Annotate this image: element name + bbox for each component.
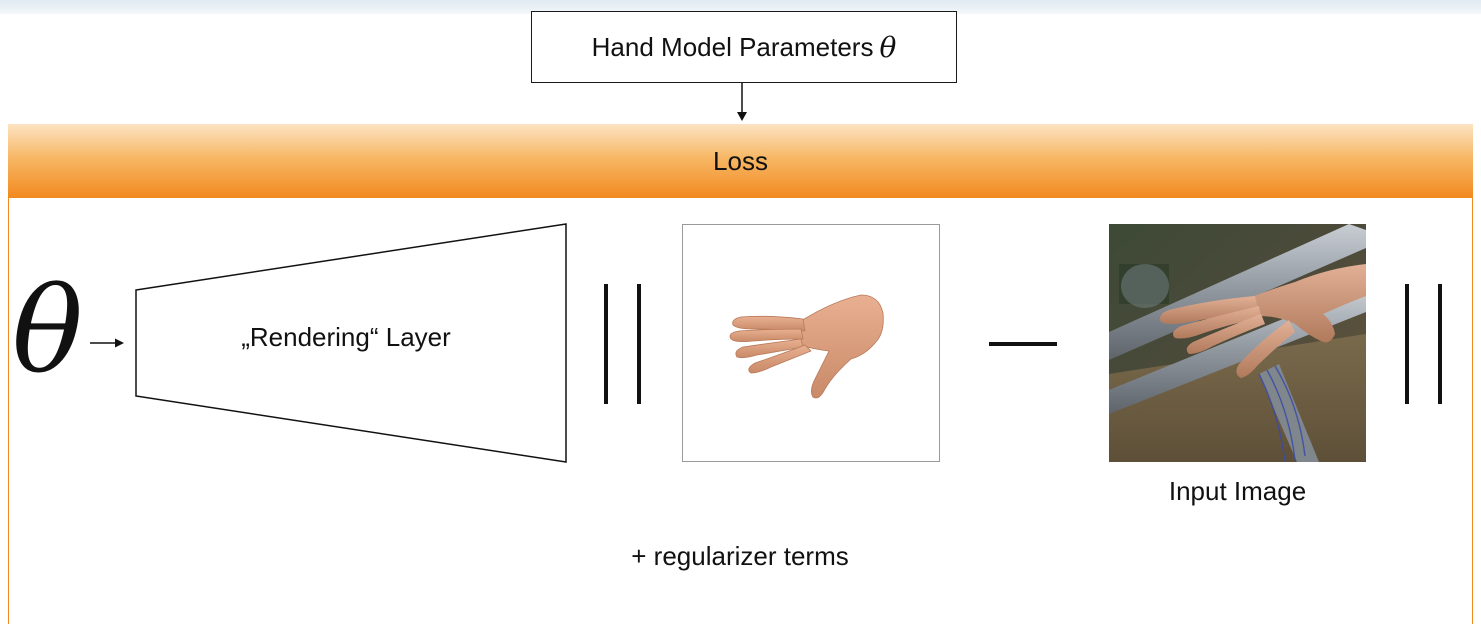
params-theta-symbol: θ	[879, 30, 897, 64]
rendered-hand-panel	[682, 224, 940, 462]
top-decor-strip	[0, 0, 1481, 14]
theta-to-render-arrowhead	[115, 338, 124, 348]
rendering-layer-label: „Rendering“ Layer	[241, 322, 451, 352]
loss-header-label: Loss	[713, 145, 768, 176]
input-image	[1109, 224, 1366, 462]
hand-model-parameters-box: Hand Model Parameters θ	[531, 11, 957, 83]
input-theta-symbol: θ	[12, 261, 84, 399]
regularizer-terms-label: + regularizer terms	[631, 541, 849, 571]
minus-sign	[989, 342, 1057, 346]
params-to-loss-arrowhead	[737, 112, 747, 121]
rendered-hand-icon	[729, 294, 884, 399]
loss-header: Loss	[8, 124, 1473, 198]
input-image-caption: Input Image	[1168, 476, 1307, 506]
hand-photo-icon	[1109, 224, 1366, 462]
norm-bar-left-2	[637, 284, 641, 404]
norm-bar-right-1	[1405, 284, 1409, 404]
norm-bar-right-2	[1438, 284, 1442, 404]
norm-bar-left-1	[604, 284, 608, 404]
rendering-layer-trapezoid	[135, 223, 567, 463]
params-label: Hand Model Parameters	[591, 31, 874, 62]
